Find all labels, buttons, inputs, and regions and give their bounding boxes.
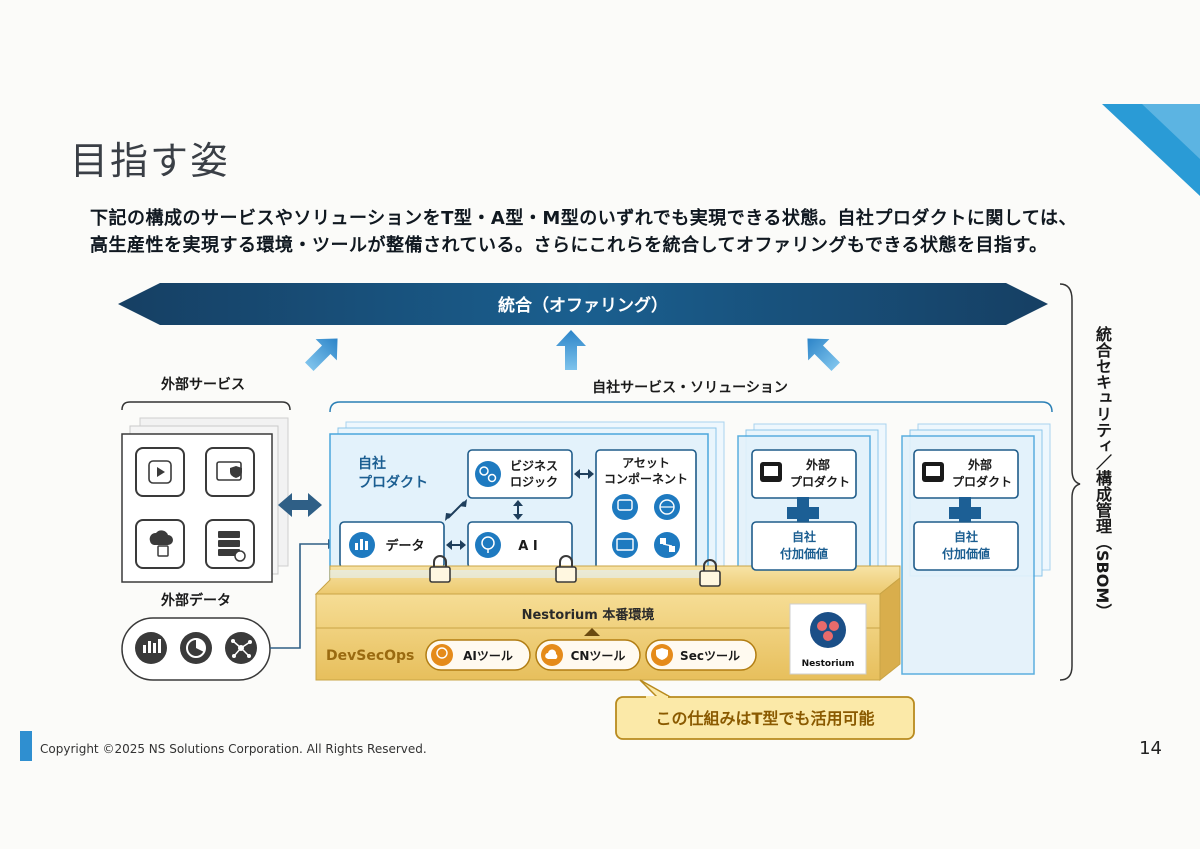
external-product-2-label-2: プロダクト — [952, 474, 1012, 489]
corner-decoration — [1102, 104, 1200, 196]
side-bracket — [1059, 283, 1081, 681]
lead-text-line-1: 下記の構成のサービスやソリューションをT型・A型・M型のいずれでも実現できる状態… — [90, 208, 1077, 229]
business-logic-label-2: ロジック — [510, 475, 558, 489]
external-data-label: 外部データ — [161, 592, 231, 609]
dashboard-icon — [612, 532, 638, 558]
nestorium-logo — [789, 603, 867, 675]
data-label: データ — [385, 538, 424, 554]
external-product-1-label-1: 外部 — [806, 457, 830, 472]
integration-banner-label: 統合（オファリング） — [498, 295, 668, 316]
flow-icon — [654, 532, 680, 558]
logic-asset-double-arrow — [574, 469, 594, 479]
own-product-label-2: プロダクト — [358, 474, 428, 491]
business-logic-label-1: ビジネス — [510, 458, 558, 473]
side-vertical-label: 統合セキュリティ／構成管理（SBOM） — [1093, 326, 1112, 620]
footer-accent-bar — [20, 731, 32, 761]
value-add-box-1 — [751, 521, 857, 571]
copyright: Copyright ©2025 NS Solutions Corporation… — [40, 742, 427, 756]
lock-icon-3 — [699, 559, 721, 587]
devsecops-label: DevSecOps — [326, 648, 414, 664]
ext-service-video-icon — [135, 447, 185, 497]
plus-icon-1 — [787, 497, 819, 529]
lock-icon-2 — [555, 555, 577, 583]
value-add-box-2 — [913, 521, 1019, 571]
cn-tool-pill — [535, 639, 641, 671]
own-services-label: 自社サービス・ソリューション — [592, 379, 788, 396]
value-add-2-label-2: 付加価値 — [942, 546, 990, 561]
plus-icon-2 — [949, 497, 981, 529]
business-logic-box — [467, 449, 573, 499]
integration-banner: 統合（オファリング） — [118, 283, 1048, 325]
gears-icon — [475, 461, 501, 487]
ai-tool-pill — [425, 639, 531, 671]
sec-tool-pill — [645, 639, 757, 671]
ai-head-icon — [475, 532, 501, 558]
chat-icon — [612, 494, 638, 520]
sec-tool-label: Secツール — [680, 649, 740, 663]
asset-component-label-1: アセット — [622, 456, 670, 470]
page-number: 14 — [1139, 738, 1162, 759]
ai-label: A I — [518, 539, 537, 554]
value-add-1-label-1: 自社 — [792, 529, 816, 544]
value-add-1-label-2: 付加価値 — [780, 546, 828, 561]
lock-icon-1 — [429, 555, 451, 583]
ext-service-cloud-device-icon — [135, 519, 185, 569]
ext-data-chart-icon — [135, 632, 167, 664]
external-product-2-label-1: 外部 — [968, 457, 992, 472]
globe-icon — [654, 494, 680, 520]
asset-component-label-2: コンポーネント — [604, 471, 688, 486]
nestorium-logo-text: Nestorium — [802, 659, 855, 669]
callout-bubble — [615, 679, 915, 740]
ext-data-network-icon — [225, 632, 257, 664]
external-product-1-label-2: プロダクト — [790, 474, 850, 489]
page-title: 目指す姿 — [70, 139, 231, 183]
data-logic-double-arrow — [445, 499, 467, 521]
own-services-bracket — [329, 401, 1053, 413]
data-chart-icon — [349, 532, 375, 558]
logic-ai-double-arrow — [513, 500, 523, 520]
up-arrow-right — [807, 338, 840, 371]
data-ai-double-arrow — [446, 540, 466, 550]
value-add-2-label-1: 自社 — [954, 529, 978, 544]
ai-tool-label: AIツール — [463, 649, 513, 663]
external-services-label: 外部サービス — [161, 376, 245, 393]
ext-data-connector — [270, 543, 330, 649]
ext-data-pie-icon — [180, 632, 212, 664]
platform-label: Nestorium 本番環境 — [522, 607, 655, 623]
external-product-box-1 — [751, 449, 857, 499]
own-product-label-1: 自社 — [358, 455, 386, 472]
own-product-card-base — [330, 570, 708, 578]
up-arrow-center — [556, 330, 586, 370]
ext-service-shield-card-icon — [205, 447, 255, 497]
ext-to-own-double-arrow — [278, 493, 322, 517]
cn-tool-label: CNツール — [571, 649, 626, 663]
external-product-box-2 — [913, 449, 1019, 499]
up-arrow-left — [305, 338, 338, 371]
external-services-bracket — [121, 401, 291, 411]
callout-text: この仕組みはT型でも活用可能 — [656, 709, 875, 728]
ext-service-server-icon — [205, 519, 255, 569]
lead-text-line-2: 高生産性を実現する環境・ツールが整備されている。さらにこれらを統合してオファリン… — [90, 235, 1048, 256]
